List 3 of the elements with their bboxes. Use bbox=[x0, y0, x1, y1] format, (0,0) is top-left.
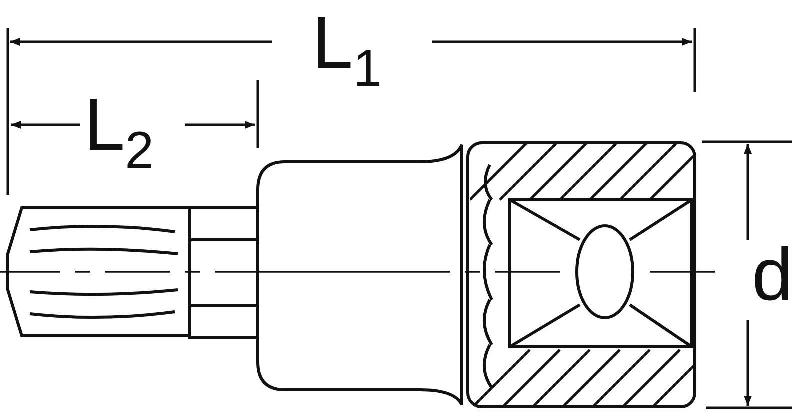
dimension-label: L$_{1}$ bbox=[312, 6, 382, 96]
dimension-label: d bbox=[752, 238, 794, 312]
dimension-label: L$_{2}$ bbox=[84, 88, 154, 178]
